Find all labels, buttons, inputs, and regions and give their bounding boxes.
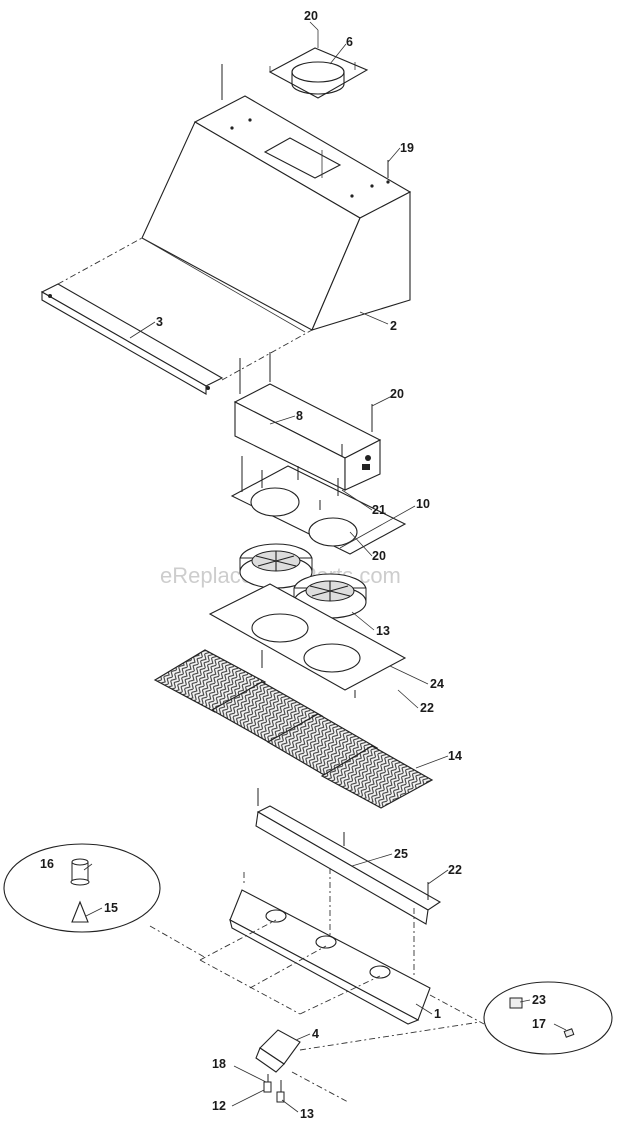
callout-23: 23 — [532, 993, 546, 1007]
lower-plate-part-24 — [208, 583, 407, 698]
front-rail-part-3 — [40, 237, 313, 395]
grease-filters-part-14 — [153, 649, 434, 809]
filter-4 — [320, 745, 434, 809]
callout-2: 2 — [390, 319, 397, 333]
callout-8: 8 — [296, 409, 303, 423]
trim-part-25 — [255, 788, 442, 925]
callout-20-top: 20 — [304, 9, 318, 23]
callout-18: 18 — [212, 1057, 226, 1071]
callout-19: 19 — [400, 141, 414, 155]
callout-1: 1 — [434, 1007, 441, 1021]
callout-17: 17 — [532, 1017, 546, 1031]
detail-callout-left — [3, 843, 207, 959]
callout-24: 24 — [430, 677, 444, 691]
callout-20-plate: 20 — [372, 549, 386, 563]
callout-22-trim: 22 — [448, 863, 462, 877]
detail-callout-right — [429, 981, 613, 1055]
upper-plate-part-10 — [230, 456, 407, 555]
callout-14: 14 — [448, 749, 462, 763]
switch-box-part-4 — [255, 1021, 481, 1103]
bracket-part-8 — [233, 352, 382, 491]
callout-13-bottom: 13 — [300, 1107, 314, 1121]
callout-12: 12 — [212, 1099, 226, 1113]
hood-body-part-2 — [141, 64, 412, 333]
callout-10: 10 — [416, 497, 430, 511]
fan-motor-left — [239, 543, 313, 589]
callout-16: 16 — [40, 857, 54, 871]
callout-4: 4 — [312, 1027, 319, 1041]
leader-lines — [83, 21, 567, 1113]
callout-25: 25 — [394, 847, 408, 861]
bottom-pan-part-1 — [199, 868, 431, 1025]
callout-6: 6 — [346, 35, 353, 49]
callout-15: 15 — [104, 901, 118, 915]
callout-21: 21 — [372, 503, 386, 517]
duct-collar-part-6 — [268, 30, 369, 99]
callout-22-plate: 22 — [420, 701, 434, 715]
callout-3: 3 — [156, 315, 163, 329]
callout-13-motor: 13 — [376, 624, 390, 638]
callout-labels: 20 6 19 3 2 20 8 21 10 20 13 24 22 14 25… — [40, 9, 546, 1121]
callout-20-bracket: 20 — [390, 387, 404, 401]
